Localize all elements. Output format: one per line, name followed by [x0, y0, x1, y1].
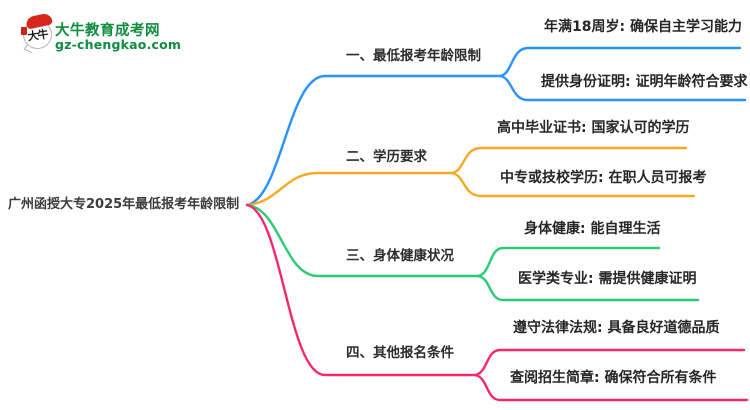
- branch-4-child-2-line: [473, 373, 749, 402]
- logo-red-seal: [21, 27, 27, 35]
- site-url: gz-chengkao.com: [55, 37, 182, 52]
- branch-4-child-1-node: 遵守法律法规: 具备良好道德品质: [513, 320, 720, 336]
- root-node: 广州函授大专2025年最低报考年龄限制: [8, 197, 240, 212]
- branch-2-lines: [245, 146, 696, 207]
- branch-3-child-1-node: 身体健康: 能自理生活: [524, 221, 661, 237]
- logo-bull-icon: 大牛: [21, 12, 58, 55]
- branch-1-node: 一、最低报考年龄限制: [346, 48, 481, 64]
- branch-4-child-2-node: 查阅招生简章: 确保符合所有条件: [510, 370, 717, 386]
- branch-2-child-1-line: [450, 146, 688, 175]
- branch-3-node: 三、身体健康状况: [346, 248, 454, 264]
- branch-1-child-1-node: 年满18周岁: 确保自主学习能力: [544, 19, 742, 35]
- branch-2-child-2-line: [450, 171, 696, 198]
- branch-4-main-line: [245, 203, 477, 377]
- branch-2-main-line: [245, 171, 454, 207]
- branch-4-child-1-line: [473, 348, 746, 377]
- branch-3-lines: [245, 203, 700, 302]
- branch-2-child-2-node: 中专或技校学历: 在职人员可报考: [500, 170, 707, 186]
- branch-3-child-2-line: [476, 274, 700, 302]
- branch-3-child-1-line: [476, 246, 661, 278]
- branch-1-child-1-line: [498, 46, 742, 78]
- branch-3-main-line: [245, 203, 480, 278]
- branch-2-child-1-node: 高中毕业证书: 国家认可的学历: [497, 120, 690, 136]
- branch-1-child-2-node: 提供身份证明: 证明年龄符合要求: [541, 74, 748, 90]
- branch-1-main-line: [245, 74, 502, 207]
- branch-3-child-2-node: 医学类专业: 需提供健康证明: [518, 271, 697, 287]
- branch-1-lines: [245, 46, 747, 207]
- branch-1-child-2-line: [498, 74, 747, 102]
- site-logo: 大牛 大牛教育成考网 gz-chengkao.com: [0, 0, 230, 70]
- branch-4-node: 四、其他报名条件: [346, 345, 454, 361]
- branch-4-lines: [245, 203, 749, 402]
- branch-2-node: 二、学历要求: [346, 149, 427, 165]
- site-name: 大牛教育成考网: [55, 23, 160, 39]
